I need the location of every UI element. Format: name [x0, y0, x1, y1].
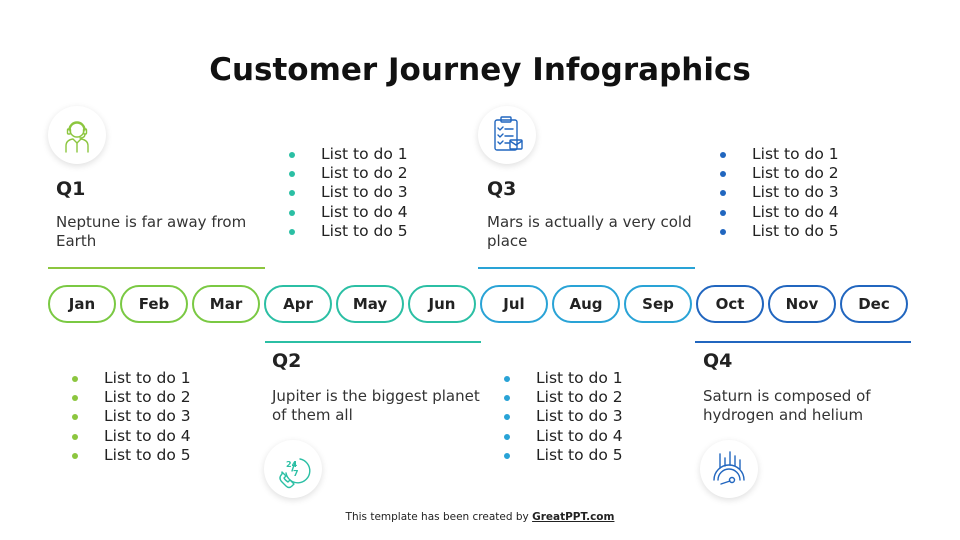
bullet-dot — [504, 452, 510, 459]
q4-description: Saturn is composed of hydrogen and heliu… — [703, 387, 871, 424]
svg-text:24: 24 — [286, 460, 298, 469]
list-item: List to do 3 — [72, 407, 191, 426]
bullet-dot — [72, 433, 78, 440]
month-oct: Oct — [696, 285, 764, 323]
q1-label: Q1 — [56, 178, 86, 200]
list-item: List to do 4 — [720, 203, 839, 222]
month-jul: Jul — [480, 285, 548, 323]
bullet-dot — [504, 433, 510, 440]
bullet-dot — [289, 209, 295, 216]
month-mar: Mar — [192, 285, 260, 323]
month-sep: Sep — [624, 285, 692, 323]
q3-description: Mars is actually a very cold place — [487, 213, 692, 250]
bullet-dot — [72, 376, 78, 382]
q2-divider — [265, 341, 481, 343]
customer-service-agent-icon — [48, 106, 106, 164]
bullet-dot — [72, 414, 78, 421]
bullet-dot — [289, 228, 295, 235]
month-nov: Nov — [768, 285, 836, 323]
footer-text: This template has been created by — [345, 511, 533, 523]
list-item: List to do 4 — [289, 203, 408, 222]
svg-text:7: 7 — [293, 469, 299, 478]
list-item: List to do 5 — [504, 446, 623, 465]
month-feb: Feb — [120, 285, 188, 323]
list-item: List to do 3 — [720, 183, 839, 202]
list-item: List to do 4 — [72, 427, 191, 446]
list-item: List to do 1 — [289, 145, 408, 164]
24-7-phone-support-icon: 24 7 — [264, 440, 322, 498]
bullet-dot — [504, 414, 510, 421]
q2-label: Q2 — [272, 350, 302, 372]
footer-credit: This template has been created by GreatP… — [0, 511, 960, 523]
list-item: List to do 5 — [72, 446, 191, 465]
bullet-dot — [289, 152, 295, 158]
bullet-dot — [289, 190, 295, 197]
q4-label: Q4 — [703, 350, 733, 372]
list-item: List to do 4 — [504, 427, 623, 446]
list-item: List to do 1 — [72, 369, 191, 388]
footer-link[interactable]: GreatPPT.com — [532, 511, 615, 523]
list-item: List to do 3 — [289, 183, 408, 202]
q3-todo-list: List to do 1 List to do 2 List to do 3 L… — [504, 369, 623, 465]
bullet-dot — [72, 395, 78, 402]
month-aug: Aug — [552, 285, 620, 323]
list-item: List to do 5 — [289, 222, 408, 241]
q1-todo-list: List to do 1 List to do 2 List to do 3 L… — [72, 369, 191, 465]
q2-description: Jupiter is the biggest planet of them al… — [272, 387, 480, 424]
bullet-dot — [720, 190, 726, 197]
list-item: List to do 2 — [720, 164, 839, 183]
bullet-dot — [504, 376, 510, 382]
list-item: List to do 2 — [504, 388, 623, 407]
q3-label: Q3 — [487, 178, 517, 200]
speedometer-gauge-icon — [700, 440, 758, 498]
q2-todo-list: List to do 1 List to do 2 List to do 3 L… — [289, 145, 408, 241]
month-jan: Jan — [48, 285, 116, 323]
bullet-dot — [720, 228, 726, 235]
q4-divider — [695, 341, 911, 343]
list-item: List to do 1 — [720, 145, 839, 164]
month-may: May — [336, 285, 404, 323]
list-item: List to do 2 — [289, 164, 408, 183]
q4-todo-list: List to do 1 List to do 2 List to do 3 L… — [720, 145, 839, 241]
page-title: Customer Journey Infographics — [209, 52, 751, 88]
list-item: List to do 5 — [720, 222, 839, 241]
q1-description: Neptune is far away from Earth — [56, 213, 247, 250]
bullet-dot — [720, 152, 726, 158]
bullet-dot — [720, 209, 726, 216]
list-item: List to do 1 — [504, 369, 623, 388]
bullet-dot — [72, 452, 78, 459]
q3-divider — [478, 267, 695, 269]
list-item: List to do 3 — [504, 407, 623, 426]
bullet-dot — [504, 395, 510, 402]
month-jun: Jun — [408, 285, 476, 323]
month-dec: Dec — [840, 285, 908, 323]
list-item: List to do 2 — [72, 388, 191, 407]
month-apr: Apr — [264, 285, 332, 323]
q1-divider — [48, 267, 265, 269]
bullet-dot — [289, 171, 295, 178]
bullet-dot — [720, 171, 726, 178]
checklist-clipboard-icon — [478, 106, 536, 164]
